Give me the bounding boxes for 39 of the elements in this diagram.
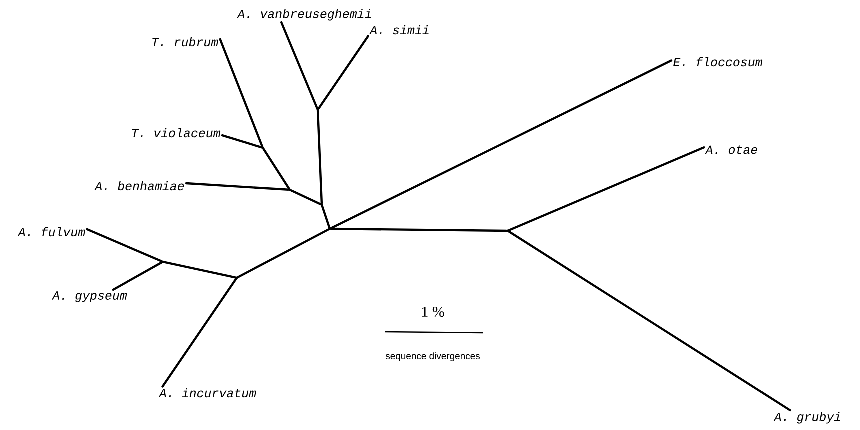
branch-point xyxy=(288,188,292,192)
species-label: A. simii xyxy=(369,25,429,35)
branch-point xyxy=(262,146,264,150)
species-label: E. floccosum xyxy=(674,57,763,67)
tree-branch xyxy=(86,228,163,263)
tree-branch xyxy=(262,148,290,190)
tree-branch xyxy=(318,35,370,110)
tree-branch xyxy=(508,230,792,412)
species-label: T. violaceum xyxy=(132,128,221,138)
tree-branch xyxy=(321,205,331,229)
tree-branch xyxy=(221,134,263,149)
species-label: T. rubrum xyxy=(152,37,218,47)
tree-branch xyxy=(237,228,330,278)
tree-branch xyxy=(290,190,322,206)
branch-point xyxy=(162,260,164,264)
tree-branch xyxy=(185,182,290,191)
branch-point xyxy=(316,108,320,112)
species-label: A. gypseum xyxy=(52,292,128,302)
tree-branch xyxy=(112,262,163,292)
branch-point xyxy=(328,228,332,230)
species-label: A. benhamiae xyxy=(94,181,184,191)
tree-branch xyxy=(219,38,264,148)
species-label: A. fulvum xyxy=(18,227,86,237)
scale-label: 1 % xyxy=(422,306,444,318)
species-label: A. incurvatum xyxy=(158,388,256,398)
branch-point xyxy=(506,230,510,232)
tree-branch xyxy=(330,60,673,230)
tree-branch xyxy=(330,228,508,232)
species-label: A. grubyi xyxy=(774,412,841,424)
tree-branch xyxy=(163,261,237,279)
branch-point xyxy=(320,204,324,206)
tree-branch xyxy=(280,21,319,110)
tree-branch xyxy=(508,146,706,232)
species-label: A. vanbreuseghemii xyxy=(237,9,372,21)
scale-caption: sequence divergences xyxy=(386,352,480,362)
branch-point xyxy=(236,276,238,280)
tree-branch xyxy=(162,278,238,388)
species-label: A. otae xyxy=(705,146,758,154)
tree-branch xyxy=(316,110,324,205)
